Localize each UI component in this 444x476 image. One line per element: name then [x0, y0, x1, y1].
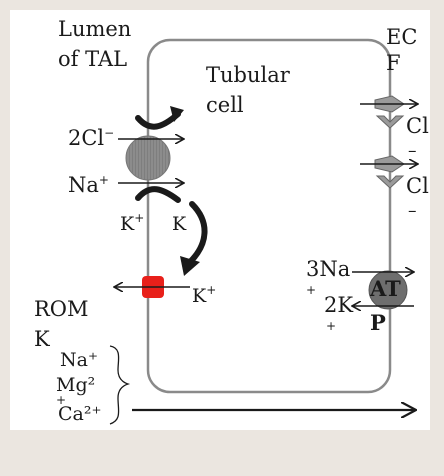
tubular-cell-label-line1: Tubular [206, 63, 291, 87]
cl-channel-2 [360, 155, 418, 189]
lumen-label-line2: of TAL [58, 47, 127, 71]
swoosh-top-head [170, 106, 184, 122]
para-ca-label: Ca²⁺ [58, 403, 102, 425]
na-pump-label: 3Na [306, 257, 350, 281]
lumen-label-line1: Lumen [58, 17, 131, 41]
romk-label-line1: ROM [34, 297, 89, 321]
tubular-cell-label-line2: cell [206, 93, 244, 117]
k-romk-label: K+ [192, 283, 216, 307]
k-pump-sub: + [326, 319, 336, 333]
para-na-label: Na⁺ [60, 349, 98, 371]
cotransport-swoosh-bottom [135, 186, 181, 203]
tubular-cell-membrane [146, 38, 392, 394]
k-recycle-arrow-head [180, 256, 200, 276]
nkcc2-cotransporter [125, 135, 171, 181]
ecf-label-line1: EC [386, 25, 417, 49]
cl-channel-1 [360, 95, 418, 129]
para-mg-label: Mg² [56, 374, 95, 396]
cl-apical-label: 2Cl− [68, 126, 114, 150]
cl-baso-label-1: Cl [406, 114, 429, 138]
cl-baso-dash-1: – [408, 141, 417, 161]
cotransport-swoosh-top [135, 111, 181, 130]
atp-label-line2: P [370, 310, 386, 335]
paracellular-brace [109, 345, 131, 425]
na-apical-label: Na+ [68, 173, 109, 197]
na-k-atpase-pump [368, 270, 408, 310]
k-lumen-label: K+ [120, 211, 144, 235]
para-mg-extra: + [56, 393, 66, 407]
k-recycle-arrow [187, 201, 208, 265]
cl-baso-label-2: Cl [406, 174, 429, 198]
ecf-label-line2: F [386, 51, 401, 75]
k-pump-label: 2K [324, 293, 353, 317]
cl-baso-dash-2: – [408, 201, 417, 221]
atp-label-line1: AT [369, 276, 401, 301]
na-pump-sub: + [306, 283, 316, 297]
diagram-panel [10, 10, 430, 430]
romk-label-line2: K [34, 327, 50, 351]
k-recycle-label: K [172, 213, 187, 235]
